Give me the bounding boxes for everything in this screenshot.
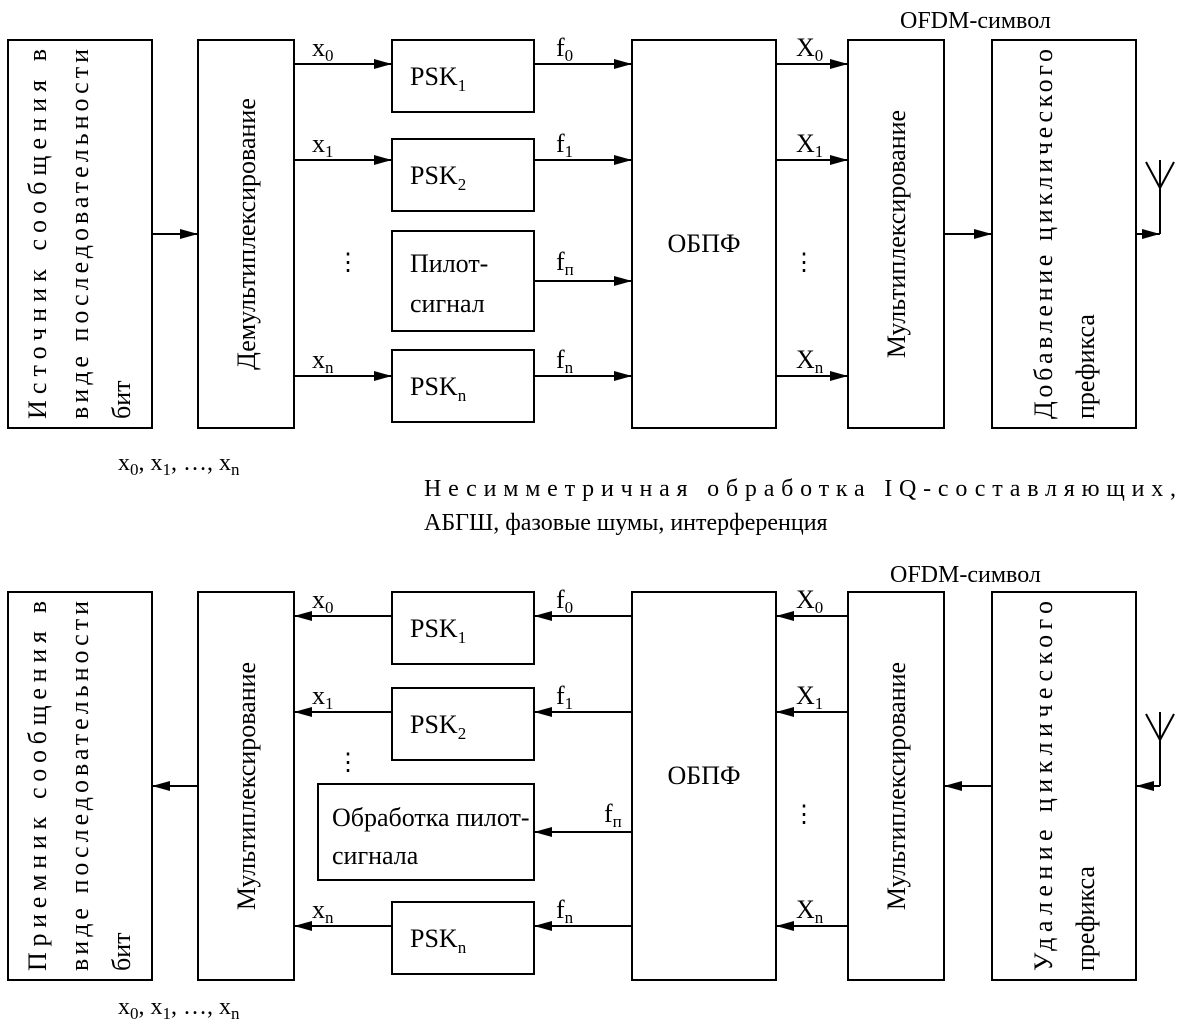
- rx-label-X1: X1: [796, 681, 823, 713]
- fft-block: [631, 591, 777, 981]
- ellipsis-demux-tx: ⋮: [336, 250, 360, 276]
- rx-label-x0: x0: [312, 585, 334, 617]
- sink-line-3: бит: [107, 932, 136, 971]
- cp-remove-text: Удаление циклического префикса: [1029, 601, 1100, 971]
- fft-label: ОБПФ: [667, 761, 740, 790]
- sink-block-text: Приемник сообщения в виде последовательн…: [23, 601, 136, 971]
- ellipsis-mux-tx: ⋮: [792, 250, 816, 276]
- source-block-text: Источник сообщения в виде последовательн…: [23, 49, 136, 419]
- rx-psk-block-1: [391, 591, 535, 665]
- rx-label-f0: f0: [556, 585, 573, 617]
- rx-label-f1: f1: [556, 681, 573, 713]
- label-X1: X1: [796, 129, 823, 161]
- rx-psk-block-n: [391, 901, 535, 975]
- rx-label-xn: xn: [312, 895, 334, 927]
- label-fp: fп: [556, 247, 574, 279]
- cp-remove-line-1: Удаление циклического: [1029, 601, 1058, 971]
- pilot-line-2: сигнал: [410, 289, 485, 318]
- label-f1: f1: [556, 129, 573, 161]
- ellipsis-demux-rx: ⋮: [792, 802, 816, 828]
- bits-label-tx: x0, x1, …, xn: [118, 450, 240, 479]
- channel-line-2: АБГШ, фазовые шумы, интерференция: [424, 510, 828, 536]
- mux-block: [847, 39, 945, 429]
- rx-label-fn: fn: [556, 895, 574, 927]
- sink-line-2: виде последовательности: [65, 601, 94, 971]
- label-X0: X0: [796, 33, 823, 65]
- rx-mux-label: Мультиплексирование: [232, 662, 261, 910]
- ofdm-symbol-label-tx: OFDM-символ: [900, 8, 1051, 34]
- psk-label-1: PSK1: [410, 62, 466, 95]
- rx-label-Xn: Xn: [796, 895, 824, 927]
- transmitter-chain: Источник сообщения в виде последовательн…: [7, 8, 1175, 479]
- rx-psk-label-1: PSK1: [410, 614, 466, 647]
- rx-psk-label-n: PSKn: [410, 924, 467, 957]
- source-line-3: бит: [107, 380, 136, 419]
- source-line-1: Источник сообщения в: [23, 49, 52, 419]
- ifft-block: [631, 39, 777, 429]
- label-Xn: Xn: [796, 345, 824, 377]
- demux-label: Демультиплексирование: [232, 98, 261, 370]
- ifft-label: ОБПФ: [667, 229, 740, 258]
- rx-demux-block: [847, 591, 945, 981]
- channel-impairments: Несимметричная обработка IQ-составляющих…: [424, 476, 1176, 536]
- source-block: [7, 39, 153, 429]
- rx-label-fp: fп: [604, 799, 622, 831]
- rx-pilot-line-1: Обработка пилот-: [332, 803, 530, 832]
- cp-remove-line-2: префикса: [1071, 866, 1100, 971]
- psk-block-1: [391, 39, 535, 113]
- cp-add-line-2: префикса: [1071, 314, 1100, 419]
- label-f0: f0: [556, 33, 573, 65]
- cp-add-block: [991, 39, 1137, 429]
- cp-remove-block: [991, 591, 1137, 981]
- receiver-chain: Приемник сообщения в виде последовательн…: [7, 562, 1175, 1023]
- label-x0: x0: [312, 33, 334, 65]
- psk-block-2: [391, 138, 535, 212]
- demux-block: [197, 39, 295, 429]
- label-fn: fn: [556, 345, 574, 377]
- psk-label-2: PSK2: [410, 161, 466, 194]
- label-xn: xn: [312, 345, 334, 377]
- bits-label-rx: x0, x1, …, xn: [118, 994, 240, 1023]
- label-x1: x1: [312, 129, 334, 161]
- pilot-line-1: Пилот-: [410, 249, 488, 278]
- cp-add-line-1: Добавление циклического: [1029, 49, 1058, 419]
- source-line-2: виде последовательности: [65, 49, 94, 419]
- rx-pilot-block: [317, 783, 535, 881]
- channel-line-1: Несимметричная обработка IQ-составляющих…: [424, 476, 1176, 502]
- psk-block-n: [391, 349, 535, 423]
- rx-demux-label: Мультиплексирование: [882, 662, 911, 910]
- ellipsis-mux-rx: ⋮: [336, 750, 360, 776]
- rx-label-X0: X0: [796, 585, 823, 617]
- rx-label-x1: x1: [312, 681, 334, 713]
- rx-pilot-line-2: сигнала: [332, 841, 419, 870]
- tx-antenna-icon: [1145, 160, 1175, 234]
- rx-psk-label-2: PSK2: [410, 710, 466, 743]
- rx-antenna-icon: [1145, 712, 1175, 786]
- sink-block: [7, 591, 153, 981]
- ofdm-symbol-label-rx: OFDM-символ: [890, 562, 1041, 588]
- rx-psk-block-2: [391, 687, 535, 761]
- rx-mux-block: [197, 591, 295, 981]
- mux-label: Мультиплексирование: [882, 110, 911, 358]
- psk-label-n: PSKn: [410, 372, 467, 405]
